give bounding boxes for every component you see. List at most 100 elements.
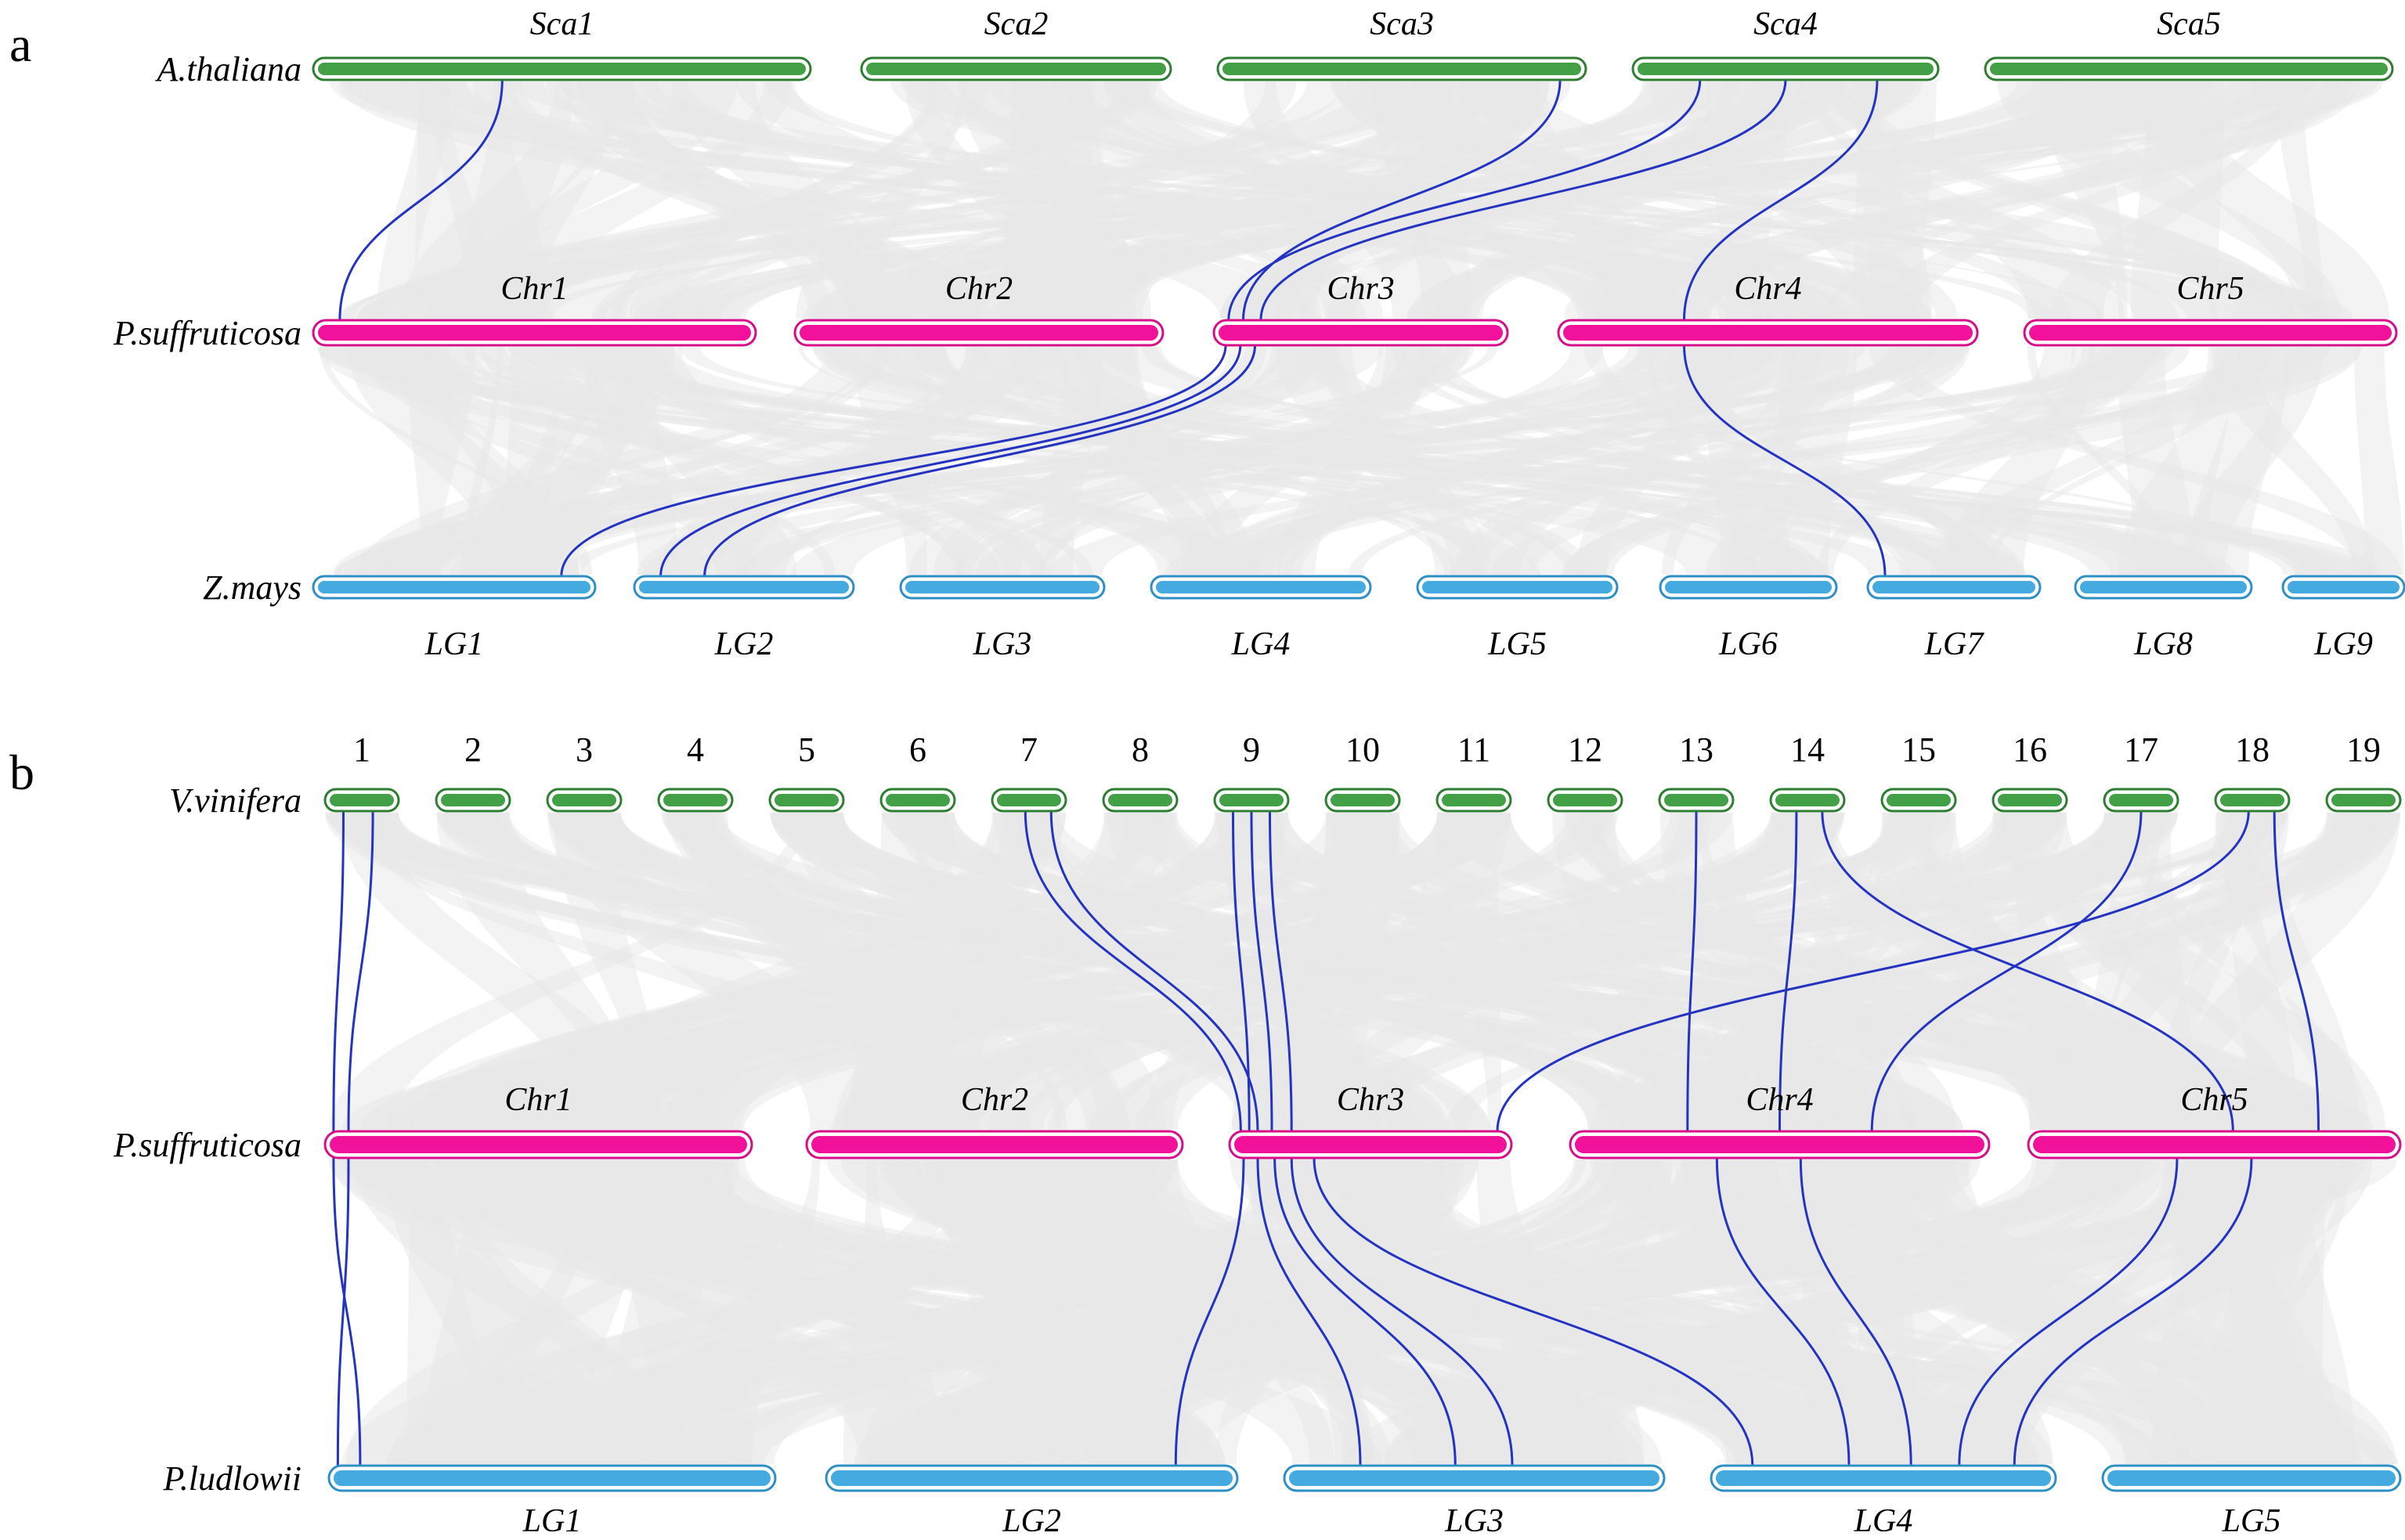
synteny-highlight-link — [1232, 810, 1251, 1132]
synteny-ribbon — [923, 1160, 1142, 1464]
chromosome-label-b-7: 7 — [1020, 730, 1038, 769]
synteny-ribbon — [1489, 347, 2265, 575]
chromosome-label-a-Sca3: Sca3 — [1370, 6, 1434, 42]
chromosome-core-a-Chr3 — [1219, 325, 1503, 341]
chromosome-core-a-Chr4 — [1563, 325, 1973, 341]
synteny-ribbon — [1247, 1160, 1374, 1464]
synteny-ribbon — [1382, 81, 1958, 319]
chromosome-label-b-11: 11 — [1457, 730, 1490, 769]
synteny-ribbon — [1000, 813, 2260, 1130]
synteny-ribbon — [1207, 347, 1966, 575]
chromosome-core-b-Chr2 — [811, 1136, 1178, 1153]
highlight-links-a — [338, 79, 1887, 577]
synteny-ribbon — [1391, 347, 2311, 575]
chromosome-core-b-13 — [1664, 794, 1728, 806]
synteny-ribbon — [593, 81, 908, 319]
synteny-highlight-link — [1273, 1157, 1457, 1466]
synteny-highlight-link — [1778, 810, 1798, 1132]
synteny-ribbon — [1841, 1160, 2343, 1464]
synteny-highlight-link — [1958, 1157, 2179, 1466]
synteny-ribbon — [682, 813, 978, 1130]
chromosome-label-b-12: 12 — [1568, 730, 1602, 769]
chromosome-core-b-10 — [1331, 794, 1395, 806]
highlight-links-b — [332, 810, 2320, 1466]
synteny-ribbon — [1047, 81, 1917, 319]
synteny-ribbon — [1757, 347, 2076, 575]
synteny-ribbon — [1997, 81, 2342, 319]
chromosome-label-b-6: 6 — [909, 730, 926, 769]
synteny-ribbon — [1304, 813, 1712, 1130]
synteny-highlight-link — [659, 344, 1242, 577]
chromosome-label-b-Chr3: Chr3 — [1337, 1082, 1404, 1118]
synteny-ribbon — [424, 81, 1152, 319]
chromosome-label-b-3: 3 — [576, 730, 593, 769]
chromosome-core-b-9 — [1219, 794, 1284, 806]
chromosome-core-a-LG1 — [318, 581, 590, 593]
synteny-highlight-link — [2273, 810, 2320, 1132]
chromosome-label-a-LG4: LG4 — [1231, 626, 1291, 662]
chromosome-label-a-LG5: LG5 — [1487, 626, 1547, 662]
ribbon-layer-a-0 — [329, 81, 2390, 319]
chromosome-core-b-Chr5 — [2033, 1136, 2396, 1153]
chromosome-label-a-Chr2: Chr2 — [945, 271, 1013, 307]
synteny-ribbon — [470, 1160, 1801, 1464]
chromosome-label-b-Chr4: Chr4 — [1746, 1082, 1813, 1118]
chromosome-core-b-4 — [663, 794, 728, 806]
chromosome-label-a-Sca4: Sca4 — [1753, 6, 1818, 42]
chromosome-label-b-Chr5: Chr5 — [2180, 1082, 2248, 1118]
chromosome-core-b-Chr1 — [330, 1136, 747, 1153]
synteny-highlight-link — [1683, 344, 1887, 577]
synteny-highlight-link — [1290, 1157, 1514, 1466]
ribbon-layer-b-0 — [325, 813, 2400, 1130]
chromosome-core-b-LG3 — [1289, 1470, 1659, 1486]
synteny-ribbon — [353, 1160, 685, 1464]
chromosome-core-b-LG5 — [2107, 1470, 2396, 1486]
chromosome-core-a-LG5 — [1422, 581, 1612, 593]
chromosome-core-b-6 — [886, 794, 950, 806]
chromosome-label-a-Sca5: Sca5 — [2157, 6, 2221, 42]
synteny-ribbon — [1118, 81, 2298, 319]
synteny-ribbon — [1326, 813, 2345, 1130]
synteny-highlight-link — [1049, 810, 1259, 1132]
synteny-ribbon — [839, 813, 1392, 1130]
chromosome-label-a-Sca2: Sca2 — [984, 6, 1049, 42]
synteny-ribbon — [452, 1160, 989, 1464]
synteny-ribbon — [1611, 81, 2353, 319]
synteny-ribbon — [481, 347, 1919, 575]
synteny-highlight-link — [338, 79, 504, 321]
chromosome-core-a-Sca2 — [866, 63, 1166, 75]
chromosome-label-b-LG1: LG1 — [522, 1503, 582, 1539]
synteny-ribbon — [318, 347, 1264, 575]
synteny-ribbon — [1063, 81, 1795, 319]
synteny-ribbon — [1067, 347, 1824, 575]
synteny-highlight-link — [1259, 79, 1787, 321]
synteny-highlight-link — [703, 344, 1256, 577]
synteny-highlight-link — [1227, 79, 1702, 321]
chromosome-core-a-Chr1 — [318, 325, 751, 341]
synteny-ribbon — [1096, 347, 2214, 575]
synteny-ribbon — [1007, 347, 1594, 575]
chromosome-core-a-LG6 — [1665, 581, 1832, 593]
synteny-ribbon — [325, 813, 1374, 1130]
synteny-highlight-link — [1821, 810, 2234, 1132]
synteny-ribbon — [329, 813, 811, 1130]
synteny-ribbon — [592, 81, 833, 319]
synteny-highlight-link — [336, 1157, 350, 1466]
synteny-ribbon — [342, 81, 2054, 319]
synteny-ribbon — [582, 347, 1540, 575]
synteny-ribbon — [1984, 347, 2270, 575]
chromosome-label-a-Chr4: Chr4 — [1734, 271, 1801, 307]
panel-label-a: a — [9, 16, 31, 72]
chromosome-core-b-Chr4 — [1575, 1136, 1984, 1153]
chromosome-label-b-1: 1 — [353, 730, 370, 769]
chromosome-core-a-LG4 — [1156, 581, 1366, 593]
chromosome-label-b-LG3: LG3 — [1444, 1503, 1504, 1539]
synteny-highlight-link — [1715, 1157, 1851, 1466]
species-label-b-0: V.vinifera — [169, 781, 302, 820]
synteny-ribbon — [1240, 1160, 1977, 1464]
chromosome-core-a-LG2 — [639, 581, 849, 593]
synteny-ribbon — [383, 813, 1399, 1130]
synteny-ribbon — [1653, 347, 1992, 575]
